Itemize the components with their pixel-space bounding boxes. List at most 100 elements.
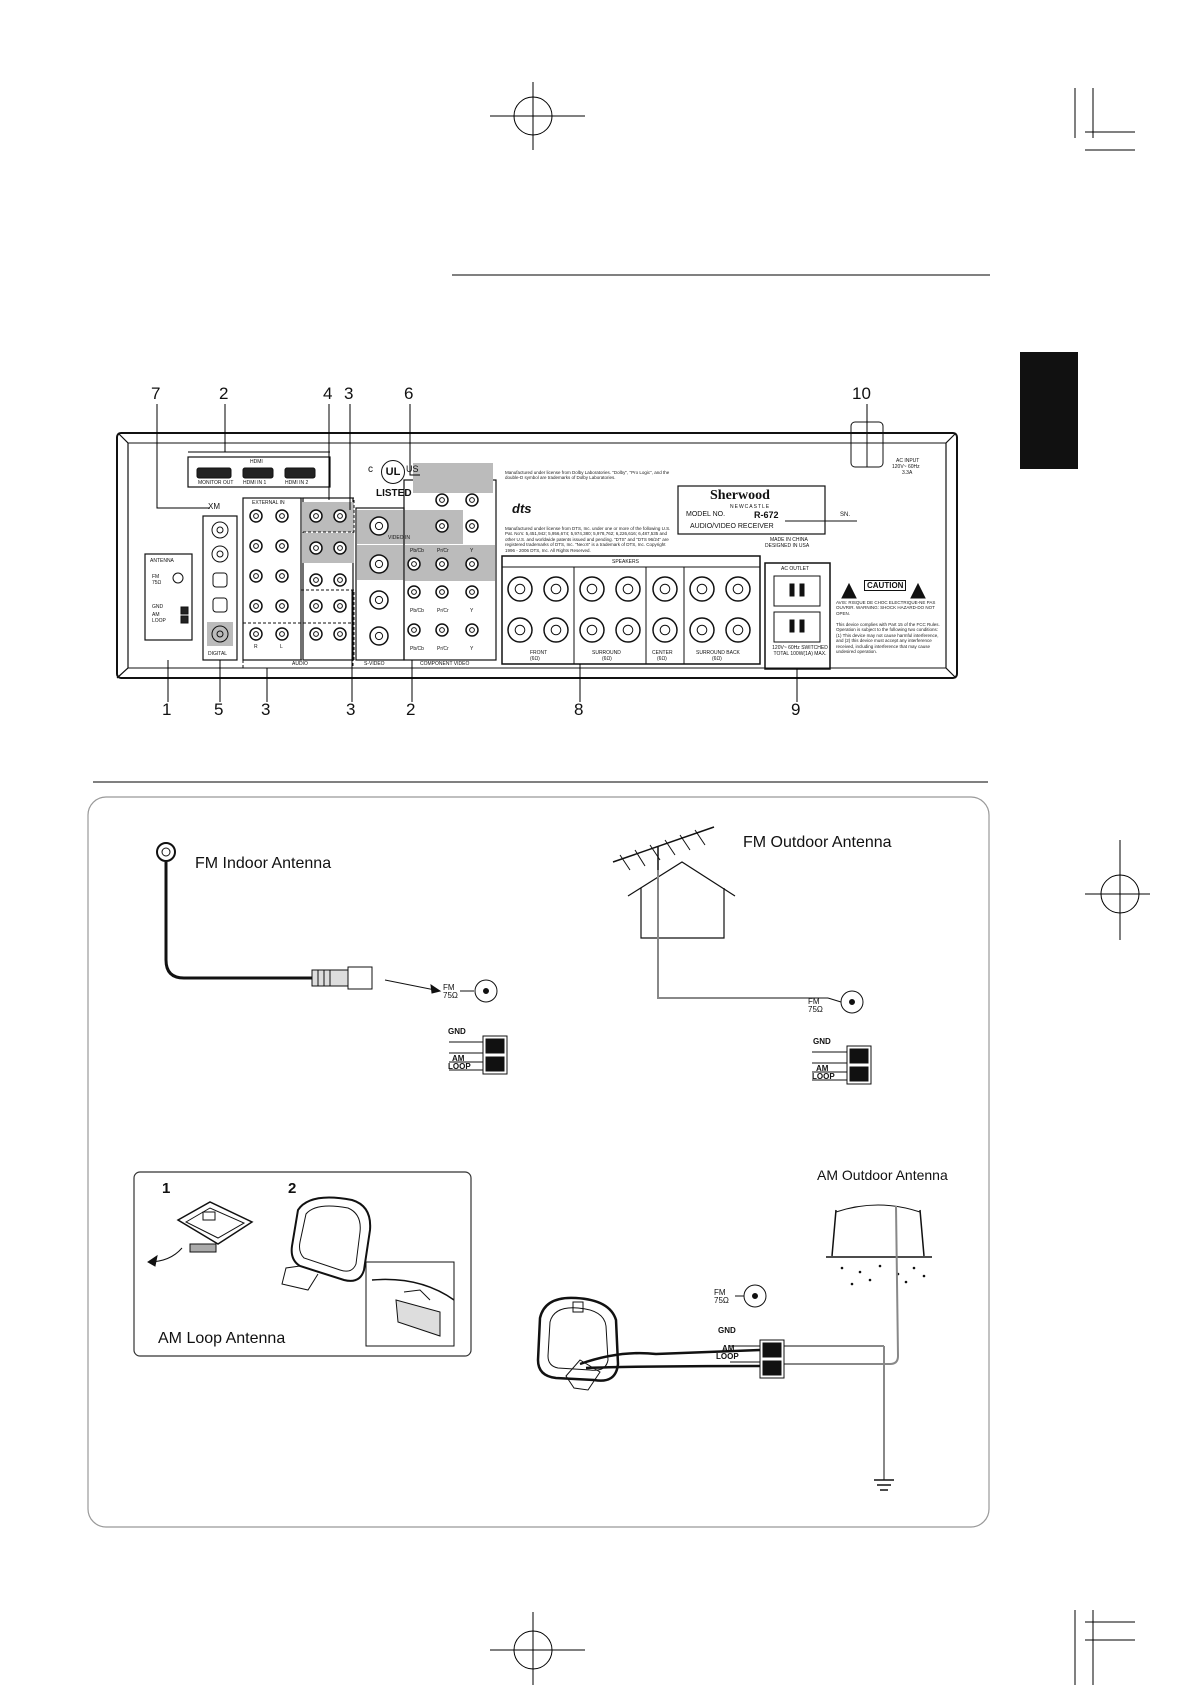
audio2-jack-1: [333, 509, 347, 523]
speaker-terminal-4: [652, 576, 678, 602]
component-jack-7: [407, 623, 421, 637]
loop-label-3: LOOP: [716, 1352, 739, 1361]
fm-outdoor-antenna-label: FM Outdoor Antenna: [743, 834, 892, 851]
component-jack-9: [465, 623, 479, 637]
comp-y-mid: Y: [470, 608, 474, 614]
comp-y-top: Y: [470, 548, 474, 554]
speaker-surround-ohm: (6Ω): [602, 656, 612, 662]
audio-label: AUDIO: [292, 661, 308, 667]
s-video-jack-0: [369, 516, 389, 536]
gnd-label-2: GND: [813, 1037, 831, 1046]
component-video-label: COMPONENT VIDEO: [420, 661, 470, 667]
fm-indoor-antenna-label: FM Indoor Antenna: [195, 855, 332, 872]
fm-jack-ohm-2: 75Ω: [808, 1005, 823, 1014]
digital-label: DIGITAL: [208, 651, 228, 657]
speaker-front-ohm: (6Ω): [530, 656, 540, 662]
speaker-terminal-6: [725, 576, 751, 602]
am-label-2: AM: [816, 1064, 829, 1073]
speaker-center-label: CENTER: [652, 650, 673, 656]
audio-jack-2: [249, 539, 263, 553]
gnd-label-3: GND: [718, 1326, 736, 1335]
caution-label: CAUTION: [864, 580, 907, 591]
audio2-jack-1-center: [337, 513, 343, 519]
external-in-label: EXTERNAL IN: [252, 500, 285, 506]
callout-6: 6: [404, 384, 414, 403]
audio2-jack-6-center: [313, 603, 319, 609]
component-jack-12: [465, 557, 479, 571]
made-in: MADE IN CHINA: [770, 537, 808, 543]
speaker-terminal-9-center: [586, 624, 598, 636]
component-jack-11: [435, 557, 449, 571]
component-jack-1: [465, 493, 479, 507]
component-jack-4: [407, 585, 421, 599]
hdmi-monitor-out: MONITOR OUT: [198, 480, 234, 486]
component-jack-3-center: [469, 523, 475, 529]
audio-r-label: R: [254, 644, 258, 650]
speaker-terminal-13: [725, 617, 751, 643]
brand-sub: NEWCASTLE: [730, 504, 771, 510]
comp-pb-mid: Pb/Cb: [410, 608, 424, 614]
speaker-terminal-11: [652, 617, 678, 643]
video-in-label: VIDEO IN: [388, 535, 410, 541]
audio-jack-9: [275, 627, 289, 641]
audio-jack-4: [249, 569, 263, 583]
comp-pb-bottom: Pb/Cb: [410, 646, 424, 652]
ul-c: c: [368, 464, 373, 475]
audio2-jack-4-center: [313, 577, 319, 583]
audio-jack-5: [275, 569, 289, 583]
s-video-jack-3-center: [374, 631, 384, 641]
audio-jack-8: [249, 627, 263, 641]
speaker-terminal-10-center: [622, 624, 634, 636]
audio-jack-6-center: [253, 603, 259, 609]
audio2-jack-9: [333, 627, 347, 641]
designed-in: DESIGNED IN USA: [765, 543, 810, 549]
antenna-fm-ohm: 75Ω: [152, 580, 162, 586]
speaker-terminal-3-center: [622, 583, 634, 595]
audio2-jack-7: [333, 599, 347, 613]
ul-logo: UL: [381, 460, 405, 484]
s-video-jack-2-center: [374, 595, 384, 605]
speaker-surround-label: SURROUND: [592, 650, 621, 656]
speaker-terminal-0-center: [514, 583, 526, 595]
fm-jack-label-2: FM: [808, 997, 820, 1006]
callout-2-bottom: 2: [406, 700, 416, 719]
audio2-jack-8-center: [313, 631, 319, 637]
speaker-terminal-13-center: [732, 624, 744, 636]
component-jack-2: [435, 519, 449, 533]
component-jack-3: [465, 519, 479, 533]
audio2-jack-6: [309, 599, 323, 613]
gnd-label-1: GND: [448, 1027, 466, 1036]
component-jack-6-center: [469, 589, 475, 595]
audio-l-label: L: [280, 644, 283, 650]
speaker-front-label: FRONT: [530, 650, 548, 656]
speaker-terminal-4-center: [659, 583, 671, 595]
audio2-jack-7-center: [337, 603, 343, 609]
speaker-terminal-5: [689, 576, 715, 602]
speaker-terminal-1: [543, 576, 569, 602]
am-outdoor-antenna-label: AM Outdoor Antenna: [817, 1167, 948, 1183]
am-label-3: AM: [722, 1344, 735, 1353]
audio2-jack-2: [309, 541, 323, 555]
component-jack-5-center: [439, 589, 445, 595]
fcc-notice: This device complies with Part 15 of the…: [836, 622, 940, 655]
speaker-terminal-7-center: [514, 624, 526, 636]
callout-1: 1: [162, 700, 172, 719]
audio-jack-9-center: [279, 631, 285, 637]
model-label: MODEL NO.: [686, 511, 726, 518]
audio-jack-7-center: [279, 603, 285, 609]
component-jack-5: [435, 585, 449, 599]
brand-logo: Sherwood: [710, 488, 770, 503]
am-loop-antenna-label: AM Loop Antenna: [158, 1330, 286, 1347]
ac-outlet-spec: 120V~ 60Hz SWITCHED TOTAL 100W(1A) MAX.: [772, 645, 828, 657]
am-label-1: AM: [452, 1054, 465, 1063]
speaker-terminal-9: [579, 617, 605, 643]
loop-label-1: LOOP: [448, 1062, 471, 1071]
callout-8: 8: [574, 700, 584, 719]
speaker-terminal-2: [579, 576, 605, 602]
antenna-fm: FM: [152, 574, 160, 580]
ul-listed: LISTED: [376, 488, 412, 499]
speaker-terminal-11-center: [659, 624, 671, 636]
